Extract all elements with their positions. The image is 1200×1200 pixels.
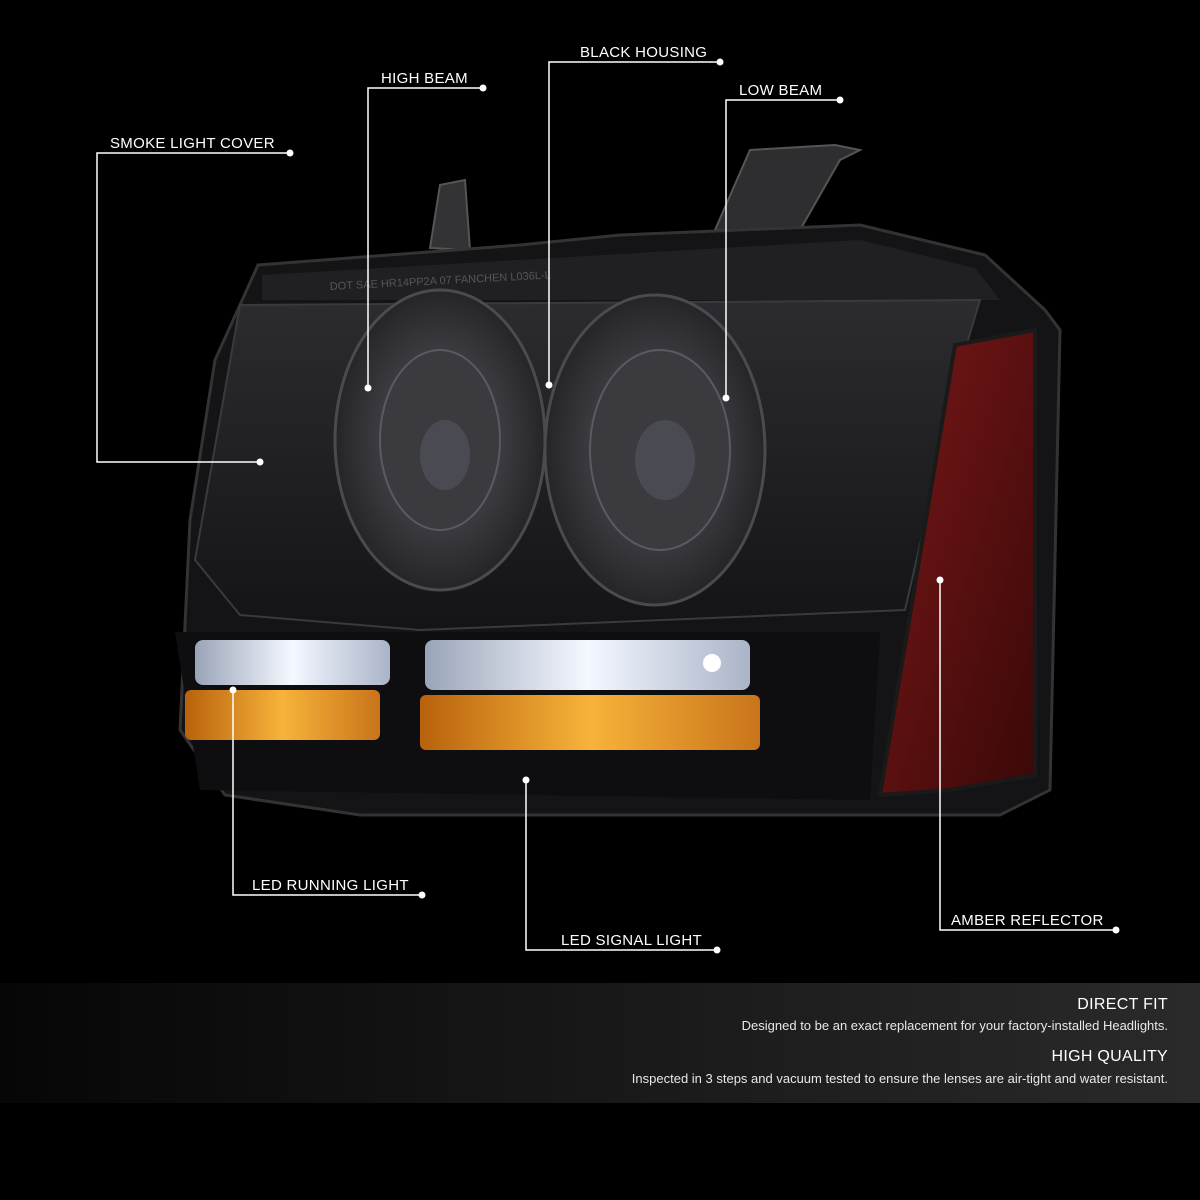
leader-smoke-light-cover [96, 152, 290, 463]
callout-dots [229, 58, 1120, 954]
feature-title-high-quality: HIGH QUALITY [1051, 1048, 1168, 1065]
label-black-housing: BLACK HOUSING [580, 44, 708, 61]
label-smoke-light-cover: SMOKE LIGHT COVER [110, 135, 275, 152]
high-beam-reflector [333, 288, 547, 592]
label-amber-reflector: AMBER REFLECTOR [951, 912, 1104, 929]
led-running-light [195, 640, 750, 690]
feature-desc-direct-fit: Designed to be an exact replacement for … [741, 1018, 1168, 1033]
leader-amber-reflector [939, 580, 1116, 931]
low-beam-reflector [543, 293, 767, 607]
leader-led-signal-light [525, 780, 717, 951]
leader-black-housing [548, 61, 720, 385]
feature-title-direct-fit: DIRECT FIT [1077, 996, 1168, 1013]
leader-led-running-light [232, 690, 422, 896]
feature-desc-high-quality: Inspected in 3 steps and vacuum tested t… [631, 1071, 1168, 1086]
label-low-beam: LOW BEAM [739, 82, 823, 99]
label-led-signal-light: LED SIGNAL LIGHT [561, 932, 702, 949]
label-led-running-light: LED RUNNING LIGHT [252, 877, 409, 894]
amber-reflector [877, 327, 1037, 798]
feature-info-band: DIRECT FIT Designed to be an exact repla… [0, 983, 1200, 1103]
label-high-beam: HIGH BEAM [381, 70, 468, 87]
mounting-bracket [428, 143, 864, 252]
leader-low-beam [725, 99, 840, 398]
lens-top-band [262, 240, 1000, 300]
leader-high-beam [367, 87, 483, 388]
callout-lines [96, 61, 1116, 951]
